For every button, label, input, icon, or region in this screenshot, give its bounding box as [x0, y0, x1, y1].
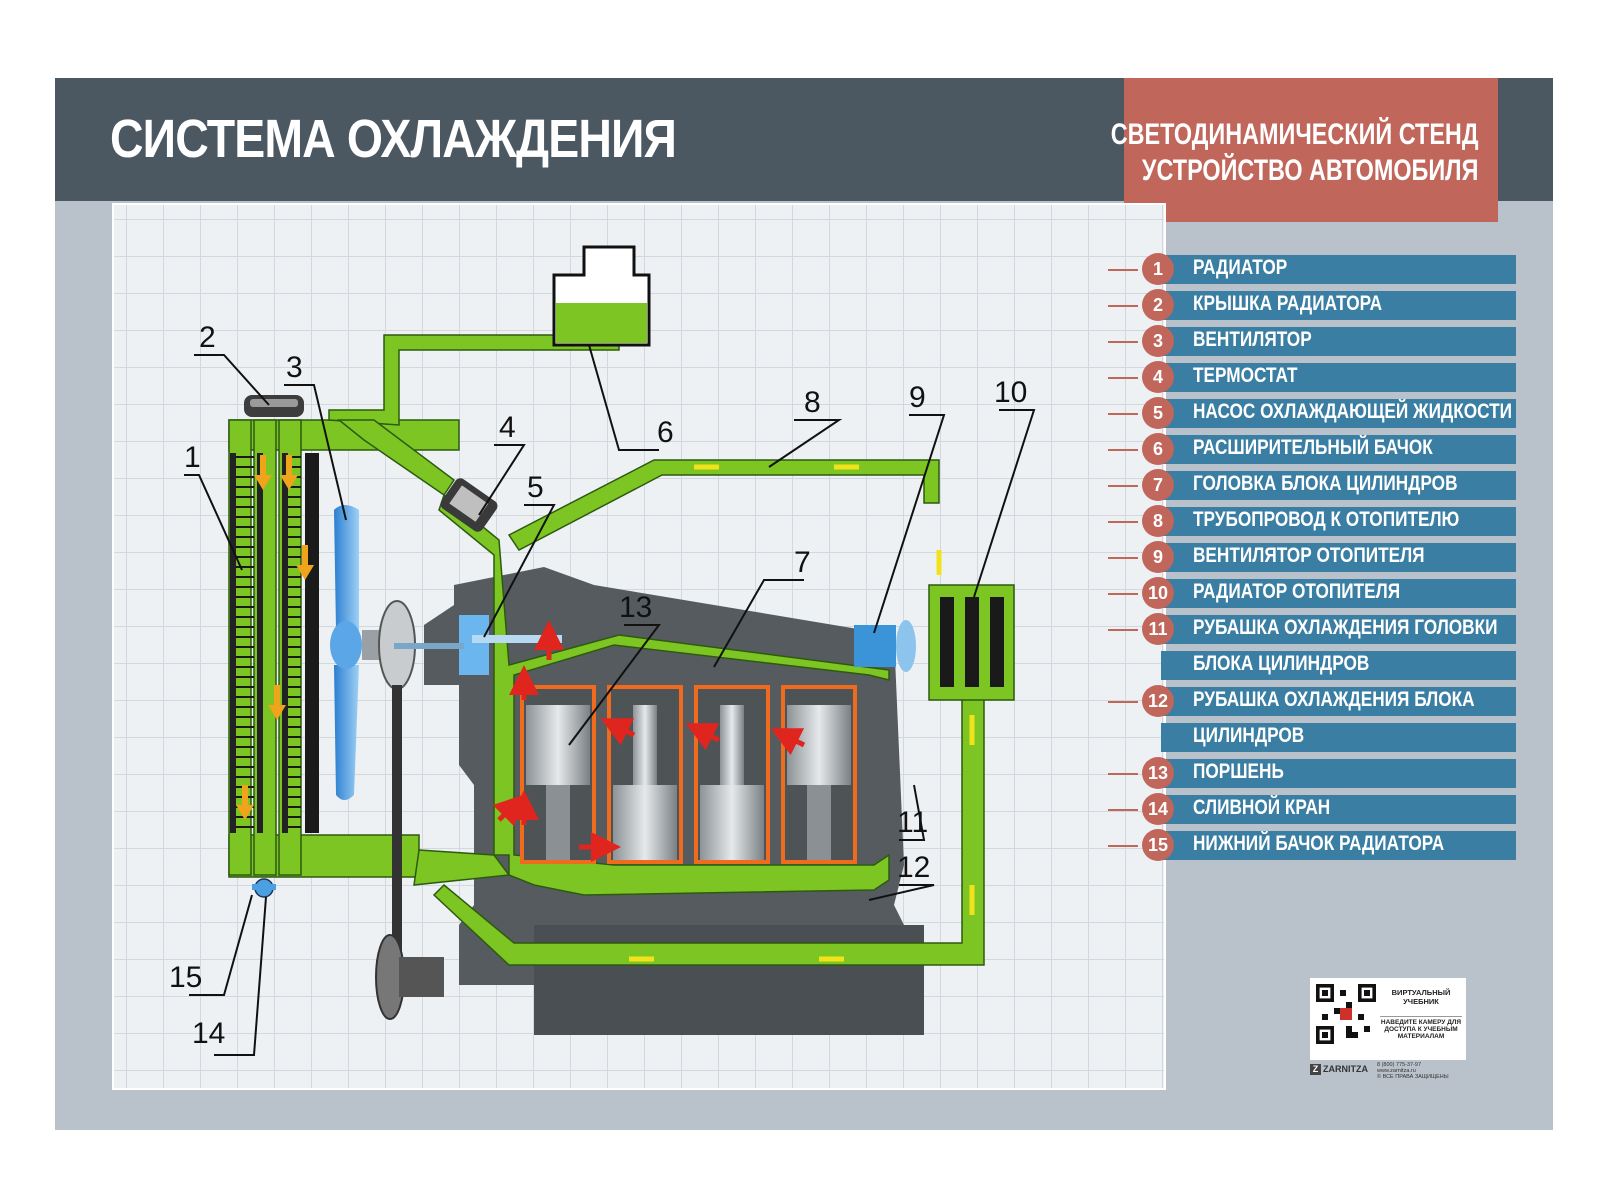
legend-num: 5 — [1142, 397, 1174, 429]
legend-item-5: 5 НАСОС ОХЛАЖДАЮЩЕЙ ЖИДКОСТИ — [1108, 396, 1548, 432]
legend-label: ВЕНТИЛЯТОР — [1193, 328, 1312, 351]
callout-numbers: 2 3 1 4 5 6 7 8 9 10 11 12 13 14 15 — [169, 321, 1027, 1050]
drain-valve — [252, 878, 276, 898]
product-badge: СВЕТОДИНАМИЧЕСКИЙ СТЕНД УСТРОЙСТВО АВТОМ… — [1110, 78, 1498, 222]
callout-leaders — [184, 344, 1036, 1056]
legend-num: 9 — [1142, 541, 1174, 573]
legend-label: ВЕНТИЛЯТОР ОТОПИТЕЛЯ — [1193, 544, 1425, 567]
legend-label: НАСОС ОХЛАЖДАЮЩЕЙ ЖИДКОСТИ — [1193, 400, 1513, 423]
legend-item-3: 3 ВЕНТИЛЯТОР — [1108, 324, 1548, 360]
legend-item-10: 10 РАДИАТОР ОТОПИТЕЛЯ — [1108, 576, 1548, 612]
page-title: СИСТЕМА ОХЛАЖДЕНИЯ — [110, 109, 677, 169]
qr-code-icon[interactable] — [1316, 984, 1376, 1044]
legend-item-1: 1 РАДИАТОР — [1108, 252, 1548, 288]
brand-name: ZARNITZA — [1323, 1064, 1368, 1074]
legend-label: РУБАШКА ОХЛАЖДЕНИЯ БЛОКА — [1193, 688, 1475, 711]
legend-label: ПОРШЕНЬ — [1193, 760, 1284, 783]
callout-2: 2 — [199, 321, 216, 354]
qr-instruction: НАВЕДИТЕ КАМЕРУ ДЛЯ ДОСТУПА К УЧЕБНЫМ МА… — [1380, 1016, 1462, 1040]
crankshaft-pulley — [375, 934, 444, 1020]
heater-fan — [854, 620, 916, 672]
callout-14: 14 — [192, 1017, 225, 1050]
legend-label-continued: ЦИЛИНДРОВ — [1193, 724, 1305, 747]
radiator-fan — [330, 505, 464, 965]
legend-num: 2 — [1142, 289, 1174, 321]
legend-num: 4 — [1142, 361, 1174, 393]
callout-9: 9 — [909, 381, 926, 414]
legend-num: 11 — [1142, 613, 1174, 645]
cooling-system-diagram: 2 3 1 4 5 6 7 8 9 10 11 12 13 14 15 — [169, 245, 1036, 1056]
callout-7: 7 — [794, 546, 811, 579]
legend-label: РАДИАТОР — [1193, 256, 1288, 279]
callout-5: 5 — [527, 471, 544, 504]
flow-arrows-hot — [492, 620, 806, 862]
callout-13: 13 — [619, 591, 652, 624]
callout-15: 15 — [169, 961, 202, 994]
callout-3: 3 — [286, 351, 303, 384]
radiator-core — [230, 453, 319, 833]
legend-label: НИЖНИЙ БАЧОК РАДИАТОРА — [1193, 832, 1445, 855]
legend-item-7: 7 ГОЛОВКА БЛОКА ЦИЛИНДРОВ — [1108, 468, 1548, 504]
legend-label: СЛИВНОЙ КРАН — [1193, 796, 1331, 819]
legend-label: РАДИАТОР ОТОПИТЕЛЯ — [1193, 580, 1401, 603]
legend-label: ТЕРМОСТАТ — [1193, 364, 1298, 387]
legend-num: 7 — [1142, 469, 1174, 501]
legend-item-8: 8 ТРУБОПРОВОД К ОТОПИТЕЛЮ — [1108, 504, 1548, 540]
radiator-cap — [244, 395, 304, 417]
legend-label-continued: БЛОКА ЦИЛИНДРОВ — [1193, 652, 1370, 675]
callout-12: 12 — [897, 851, 930, 884]
qr-title: ВИРТУАЛЬНЫЙ УЧЕБНИК — [1391, 988, 1451, 1006]
piston-3 — [700, 705, 764, 860]
legend-item-4: 4 ТЕРМОСТАТ — [1108, 360, 1548, 396]
legend-item-14: 14 СЛИВНОЙ КРАН — [1108, 792, 1548, 828]
flow-arrows-radiator — [236, 455, 314, 820]
callout-6: 6 — [657, 416, 674, 449]
callout-11: 11 — [897, 806, 928, 839]
contacts: 8 (800) 775-37-97 www.zarnitza.ru © ВСЕ … — [1377, 1062, 1467, 1080]
legend-label: ТРУБОПРОВОД К ОТОПИТЕЛЮ — [1193, 508, 1460, 531]
legend-item-2: 2 КРЫШКА РАДИАТОРА — [1108, 288, 1548, 324]
legend-item-12: 12 РУБАШКА ОХЛАЖДЕНИЯ БЛОКА — [1108, 684, 1548, 720]
callout-4: 4 — [499, 411, 516, 444]
thermostat — [440, 478, 498, 532]
legend-label: РУБАШКА ОХЛАЖДЕНИЯ ГОЛОВКИ — [1193, 616, 1498, 639]
qr-card: ВИРТУАЛЬНЫЙ УЧЕБНИК НАВЕДИТЕ КАМЕРУ ДЛЯ … — [1310, 978, 1466, 1060]
rights: © ВСЕ ПРАВА ЗАЩИЩЕНЫ — [1377, 1074, 1449, 1080]
legend-num: 1 — [1142, 253, 1174, 285]
legend-num: 12 — [1142, 685, 1174, 717]
legend-num: 6 — [1142, 433, 1174, 465]
legend-label: КРЫШКА РАДИАТОРА — [1193, 292, 1383, 315]
legend-num: 14 — [1142, 793, 1174, 825]
legend-item-13: 13 ПОРШЕНЬ — [1108, 756, 1548, 792]
piston-1 — [526, 705, 590, 860]
piston-2 — [613, 705, 677, 860]
legend-item-9: 9 ВЕНТИЛЯТОР ОТОПИТЕЛЯ — [1108, 540, 1548, 576]
badge-line-1: СВЕТОДИНАМИЧЕСКИЙ СТЕНД — [1110, 118, 1478, 151]
callout-10: 10 — [994, 376, 1027, 409]
cooling-system-diagram-panel: 2 3 1 4 5 6 7 8 9 10 11 12 13 14 15 — [112, 203, 1166, 1090]
website: www.zarnitza.ru — [1377, 1068, 1416, 1074]
legend-num: 10 — [1142, 577, 1174, 609]
legend-num: 8 — [1142, 505, 1174, 537]
phone: 8 (800) 775-37-97 — [1377, 1062, 1422, 1068]
legend-item-11-continued: БЛОКА ЦИЛИНДРОВ — [1108, 648, 1548, 684]
legend-label: ГОЛОВКА БЛОКА ЦИЛИНДРОВ — [1193, 472, 1458, 495]
callout-8: 8 — [804, 386, 821, 419]
legend-num: 13 — [1142, 757, 1174, 789]
heater-core — [928, 584, 1015, 701]
legend-item-12-continued: ЦИЛИНДРОВ — [1108, 720, 1548, 756]
badge-line-2: УСТРОЙСТВО АВТОМОБИЛЯ — [1141, 154, 1478, 187]
legend-label: РАСШИРИТЕЛЬНЫЙ БАЧОК — [1193, 436, 1433, 459]
brand-logo-icon: Z — [1310, 1064, 1321, 1075]
legend-num: 15 — [1142, 829, 1174, 861]
legend-item-11: 11 РУБАШКА ОХЛАЖДЕНИЯ ГОЛОВКИ — [1108, 612, 1548, 648]
poster: СИСТЕМА ОХЛАЖДЕНИЯ СВЕТОДИНАМИЧЕСКИЙ СТЕ… — [55, 78, 1553, 1130]
legend-item-6: 6 РАСШИРИТЕЛЬНЫЙ БАЧОК — [1108, 432, 1548, 468]
expansion-tank — [552, 245, 651, 347]
legend-item-15: 15 НИЖНИЙ БАЧОК РАДИАТОРА — [1108, 828, 1548, 864]
callout-1: 1 — [184, 441, 201, 474]
flow-arrows-cool — [629, 464, 975, 962]
legend-num: 3 — [1142, 325, 1174, 357]
